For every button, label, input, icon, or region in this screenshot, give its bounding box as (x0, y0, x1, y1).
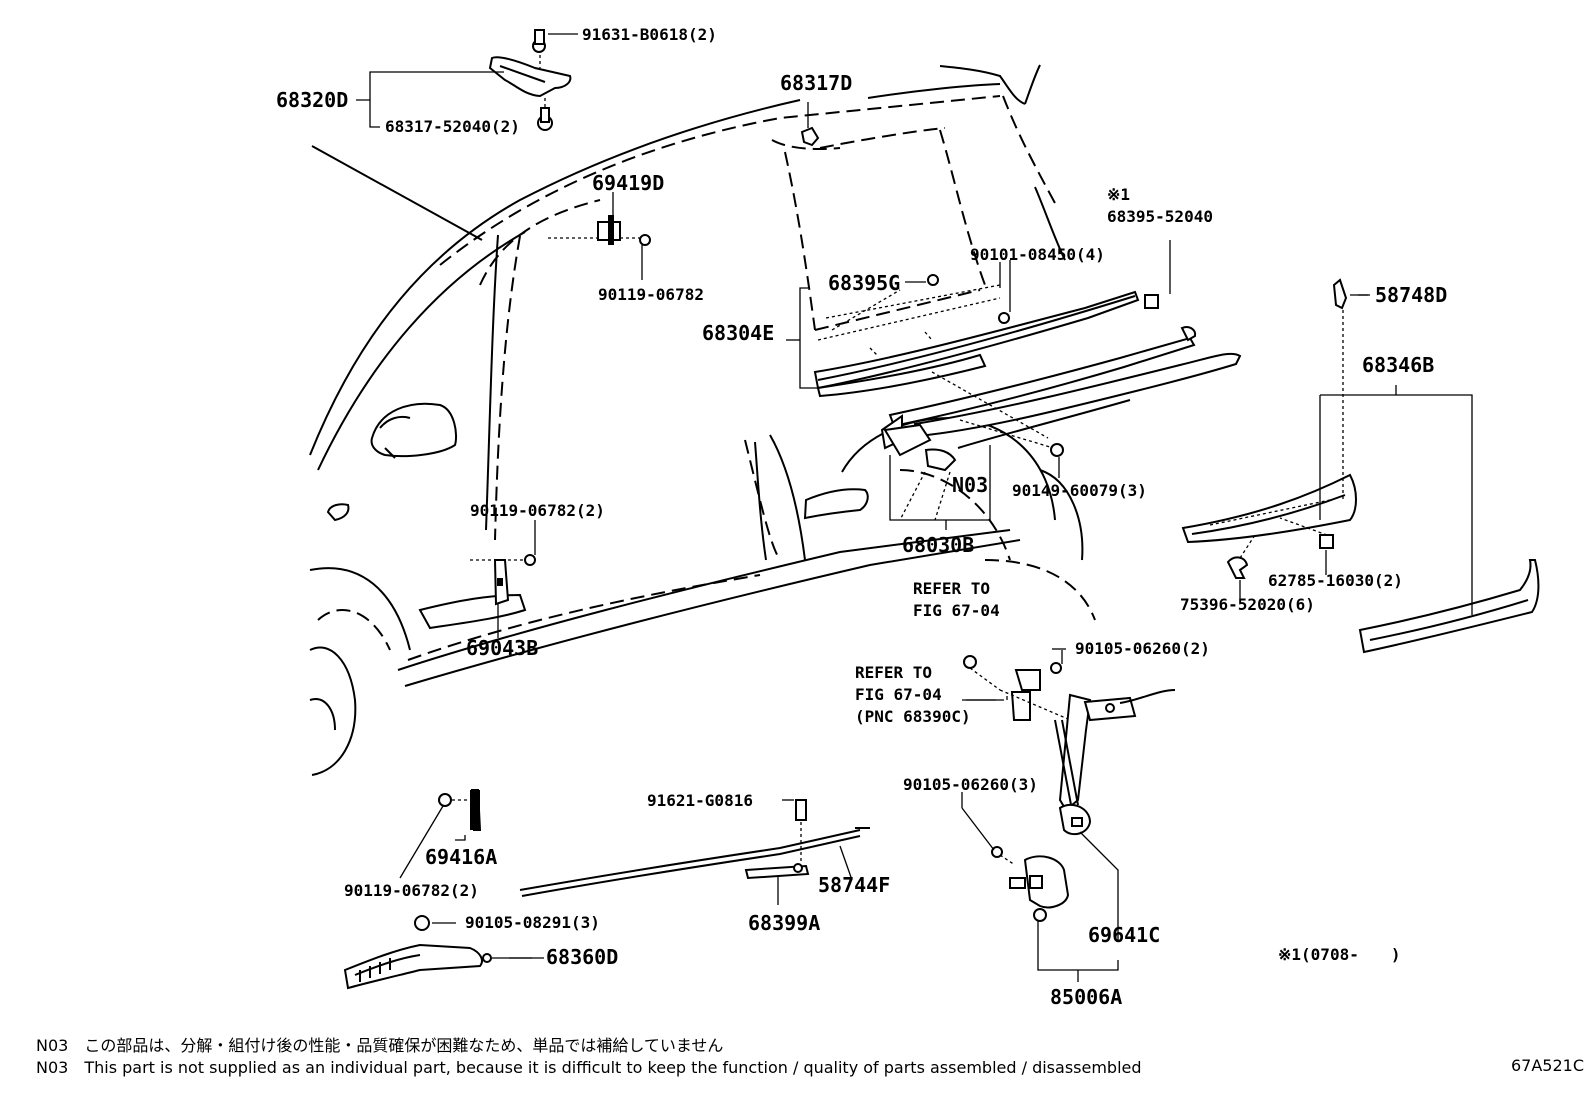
label-68399a: 68399A (748, 911, 820, 935)
parts-bottom-left (343, 789, 532, 990)
label-68346b: 68346B (1362, 353, 1434, 377)
label-90105-06260-3: 90105-06260(3) (903, 775, 1038, 794)
label-68360d: 68360D (546, 945, 618, 969)
note-n03-japanese: N03 この部品は、分解・組付け後の性能・品質確保が困難なため、単品では補給して… (36, 1036, 724, 1055)
label-68395-52040: 68395-52040 (1107, 207, 1213, 226)
label-68304e: 68304E (702, 321, 774, 345)
label-91621-g0816: 91621-G0816 (647, 791, 753, 810)
clip-68317D (800, 102, 820, 147)
label-69419d: 69419D (592, 171, 664, 195)
label-90119-06782-top: 90119-06782 (598, 285, 704, 304)
label-n03: N03 (952, 473, 988, 497)
label-pnc-68390c: (PNC 68390C) (855, 707, 971, 726)
label-90119-06782-bottom: 90119-06782(2) (344, 881, 479, 900)
figure-id: 67A521C (1510, 1056, 1584, 1075)
window-regulator (961, 650, 1176, 982)
side-molding-68346B (1181, 278, 1540, 654)
label-68030b: 68030B (902, 533, 974, 557)
label-90105-06260-2: 90105-06260(2) (1075, 639, 1210, 658)
label-85006a: 85006A (1050, 985, 1122, 1009)
label-68320d: 68320D (276, 88, 348, 112)
label-68395g: 68395G (828, 271, 900, 295)
label-69416a: 69416A (425, 845, 497, 869)
rail-68304E (813, 240, 1242, 521)
label-58744f: 58744F (818, 873, 890, 897)
label-69641c: 69641C (1088, 923, 1160, 947)
label-mark1-top: ※1 (1107, 185, 1130, 204)
label-mark1-bottom: ※1(0708- ) (1278, 945, 1400, 964)
cable-58744F (519, 799, 870, 905)
label-62785-16030: 62785-16030(2) (1268, 571, 1403, 590)
label-brackets (786, 262, 1001, 530)
label-91631-b0618: 91631-B0618(2) (582, 25, 717, 44)
label-68317d: 68317D (780, 71, 852, 95)
label-90149-60079: 90149-60079(3) (1012, 481, 1147, 500)
label-fig-67-04-1: FIG 67-04 (913, 601, 1000, 620)
label-75396-52020: 75396-52020(6) (1180, 595, 1315, 614)
label-58748d: 58748D (1375, 283, 1447, 307)
label-fig-67-04-2: FIG 67-04 (855, 685, 942, 704)
note-n03-english: N03 This part is not supplied as an indi… (36, 1058, 1142, 1077)
label-90101-08450: 90101-08450(4) (970, 245, 1105, 264)
bracket-69419D (548, 192, 651, 280)
label-90119-06782-mid: 90119-06782(2) (470, 501, 605, 520)
label-90105-08291: 90105-08291(3) (465, 913, 600, 932)
handle-69043B (470, 520, 536, 638)
hinge-68320D (488, 29, 572, 131)
label-69043b: 69043B (466, 636, 538, 660)
label-refer-to-1: REFER TO (913, 579, 990, 598)
label-refer-to-2: REFER TO (855, 663, 932, 682)
part-labels: 91631-B0618(2) 68320D 68317-52040(2) 683… (276, 25, 1447, 1009)
label-68317-52040: 68317-52040(2) (385, 117, 520, 136)
leader-lines (356, 33, 1370, 959)
